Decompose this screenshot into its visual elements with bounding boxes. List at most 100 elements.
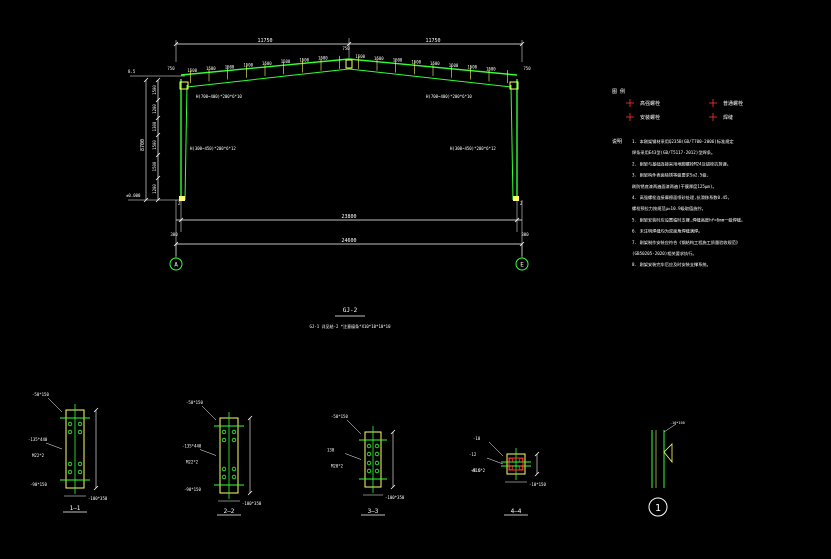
left-column-inner <box>184 84 188 201</box>
bolt <box>231 474 237 480</box>
bolt <box>518 465 524 471</box>
dim-tick <box>155 175 161 181</box>
dim-tick <box>390 429 396 435</box>
bolt <box>374 468 380 474</box>
leader <box>45 442 63 450</box>
bolt <box>518 457 524 463</box>
bolt <box>77 429 83 435</box>
callout-bolt: M22*2 <box>32 453 45 458</box>
axis-label-a: A <box>174 262 178 269</box>
left-rafter-label: H(700~400)*200*6*10 <box>196 94 242 99</box>
legend-item-label: 普通螺栓 <box>723 100 743 107</box>
height-total-label: 8700 <box>140 139 146 151</box>
legend-block: 图 例高强螺栓普通螺栓安装螺栓焊缝 <box>612 88 743 121</box>
section-details: -50*150-135*440-90*150M22*2-100*3501—1-5… <box>28 392 546 516</box>
bolt <box>67 421 73 427</box>
elev-top-label: 8.5 <box>128 69 136 74</box>
bolt <box>221 466 227 472</box>
height-part-label: 1200 <box>152 104 157 114</box>
notes-line: 刷防锈底漆两遍面漆两遍(干膜厚度125μm)。 <box>632 183 717 190</box>
dim-tick <box>155 77 161 83</box>
section-label: 3—3 <box>368 508 379 515</box>
bolt <box>231 437 237 443</box>
bolt <box>366 468 372 474</box>
dim-tick <box>143 197 149 203</box>
notes-line: 4. 高强螺栓连接摩擦面喷砂处理,抗滑移系数0.45, <box>632 194 730 201</box>
half-span-left: 11750 <box>257 38 272 44</box>
callout-base: -100*350 <box>88 496 108 501</box>
legend-item-label: 安装螺栓 <box>640 114 660 121</box>
bolt <box>508 465 514 471</box>
half-span-right: 11750 <box>425 38 440 44</box>
bolt <box>231 429 237 435</box>
eave-mark-left: 750 <box>167 66 175 71</box>
callout-plate: -50*150 <box>186 400 203 405</box>
left-base-plate <box>179 196 185 201</box>
callout-plate: -50*150 <box>32 392 49 397</box>
section-label: 4—4 <box>511 508 522 515</box>
dim-tick <box>534 451 540 457</box>
callout-bolt: M20*2 <box>331 464 344 469</box>
right-column-label: H(300~450)*200*6*12 <box>450 146 496 151</box>
span-label: 23800 <box>341 214 356 220</box>
callout-stiffener: -135*440 <box>182 444 202 449</box>
bolt <box>221 437 227 443</box>
callout-flange: +1.5 <box>471 468 481 473</box>
ridge-mark: 750 <box>342 46 350 51</box>
right-base-tag: Z <box>520 201 523 206</box>
leader <box>201 405 217 421</box>
callout-plate: -50*150 <box>331 414 348 419</box>
dim-tick <box>178 217 184 223</box>
dim-tick <box>390 484 396 490</box>
bolt <box>77 461 83 467</box>
eave-mark-right: 750 <box>523 66 531 71</box>
height-part-label: 1500 <box>152 140 157 150</box>
right-knee-joint <box>509 81 519 90</box>
bolt <box>366 460 372 466</box>
callout-flange: -90*150 <box>30 482 47 487</box>
leader <box>47 397 63 413</box>
ridge-joint <box>345 59 353 69</box>
notes-line: 7. 刚架制作安装应符合《钢结构工程施工质量验收规范》 <box>632 239 740 246</box>
bolt <box>508 457 514 463</box>
detail-note: -10*150 <box>670 421 685 425</box>
dim-tick <box>155 197 161 203</box>
axis-bubble-e <box>515 257 529 271</box>
legend-item-label: 高强螺栓 <box>640 100 660 107</box>
detail-number: 1 <box>655 503 661 514</box>
legend-item-label: 焊缝 <box>723 114 733 121</box>
purlin-seg-label-right: 1500 <box>449 63 459 68</box>
leader <box>486 457 504 465</box>
dim-tick <box>155 152 161 158</box>
elev-bottom-label: ±0.000 <box>126 193 141 198</box>
right-rafter-bottom <box>348 68 512 88</box>
height-part-label: 1300 <box>152 121 157 131</box>
bolt <box>366 451 372 457</box>
bolt <box>231 466 237 472</box>
purlin-seg-label-right: 1500 <box>355 54 365 59</box>
section-4-core <box>508 457 524 471</box>
leader <box>199 449 217 456</box>
purlin-seg-label-right: 1500 <box>467 65 477 70</box>
dim-tick <box>173 41 179 47</box>
purlin-seg-label-left: 1500 <box>318 55 328 60</box>
purlin-seg-label-left: 1500 <box>262 61 272 66</box>
notes-line: 8. 刚架安装完毕后应及时安装支撑系统。 <box>632 261 711 268</box>
bolt <box>67 461 73 467</box>
notes-line: 6. 未注明焊缝均为双面角焊缝满焊。 <box>632 228 702 235</box>
purlin-seg-label-right: 1500 <box>430 61 440 66</box>
height-part-label: 1500 <box>152 161 157 171</box>
dim-tick <box>155 115 161 121</box>
bolt <box>374 443 380 449</box>
notes-line: 1. 本刚架钢材采用Q235B(GB/T700-2006)标准规定 <box>632 138 734 145</box>
notes-line: 焊条采用E43型(GB/T5117-2012)型焊条。 <box>632 149 715 156</box>
dim-tick <box>143 77 149 83</box>
bolt <box>221 474 227 480</box>
notes-line: 3. 刚架构件表面除锈等级要求Sa2.5级, <box>632 172 709 179</box>
callout-bolt: M16*2 <box>473 468 486 473</box>
callout-stiffener: -135*440 <box>28 437 48 442</box>
left-knee-joint <box>179 81 189 90</box>
